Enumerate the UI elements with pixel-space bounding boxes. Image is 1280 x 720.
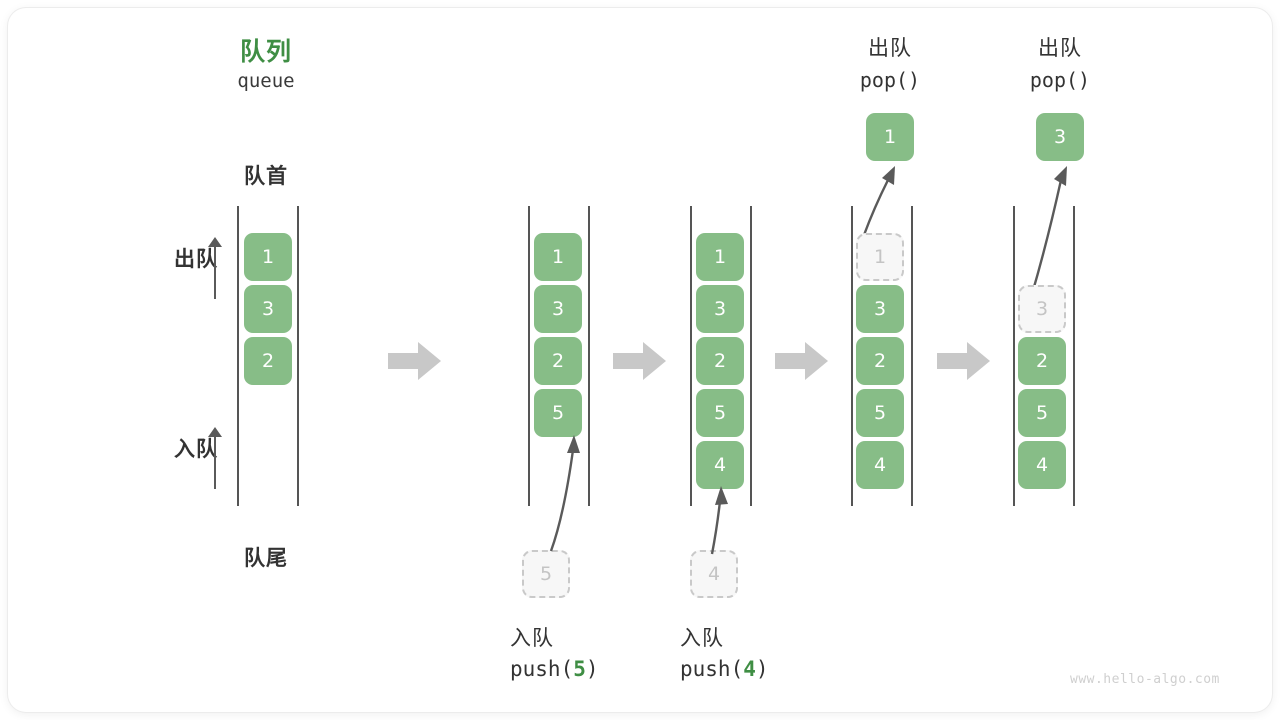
watermark: www.hello-algo.com bbox=[1070, 672, 1220, 687]
front-label: 队首 bbox=[244, 164, 288, 188]
queue-cell: 2 bbox=[534, 337, 582, 385]
queue-cell: 3 bbox=[244, 285, 292, 333]
incoming-ghost-cell: 5 bbox=[522, 550, 570, 598]
queue-cell: 3 bbox=[534, 285, 582, 333]
step-caption-code: push(4) bbox=[680, 657, 870, 681]
step-header-cn: 出队 bbox=[868, 36, 912, 60]
step-header-cn: 出队 bbox=[1038, 36, 1082, 60]
push-arrow-icon bbox=[549, 435, 580, 552]
queue-cell: 3 bbox=[856, 285, 904, 333]
code-arg: 4 bbox=[743, 657, 756, 681]
step-arrow-icon bbox=[775, 340, 829, 382]
queue-cell: 3 bbox=[696, 285, 744, 333]
enqueue-side-label: 入队 bbox=[174, 437, 218, 461]
incoming-ghost-cell: 4 bbox=[690, 550, 738, 598]
step-arrow-icon bbox=[937, 340, 991, 382]
queue-rail-right bbox=[588, 206, 590, 506]
step-caption-code: push(5) bbox=[510, 657, 700, 681]
queue-cell-new: 5 bbox=[534, 389, 582, 437]
enqueue-arrow-icon bbox=[208, 427, 222, 489]
code-suffix: ) bbox=[755, 657, 769, 681]
popped-cell: 1 bbox=[866, 113, 914, 161]
queue-rail-left bbox=[1013, 206, 1015, 506]
queue-rail-right bbox=[297, 206, 299, 506]
queue-cell: 4 bbox=[1018, 441, 1066, 489]
step-caption-cn: 入队 bbox=[510, 626, 554, 650]
pop-arrow-icon bbox=[862, 166, 895, 236]
diagram-title-cn: 队列 bbox=[239, 37, 292, 66]
code-prefix: push( bbox=[680, 657, 744, 681]
queue-rail-left bbox=[851, 206, 853, 506]
queue-rail-left bbox=[528, 206, 530, 506]
rear-label: 队尾 bbox=[244, 546, 288, 570]
queue-rail-left bbox=[690, 206, 692, 506]
popped-cell: 3 bbox=[1036, 113, 1084, 161]
push-arrow-icon bbox=[710, 486, 728, 555]
queue-cell-ghost: 3 bbox=[1018, 285, 1066, 333]
queue-rail-right bbox=[1073, 206, 1075, 506]
code-prefix: push( bbox=[510, 657, 574, 681]
step-header-code: pop() bbox=[1029, 68, 1091, 92]
queue-cell-ghost: 1 bbox=[856, 233, 904, 281]
step-arrow-icon bbox=[388, 340, 442, 382]
step-header-code: pop() bbox=[859, 68, 921, 92]
code-suffix: ) bbox=[585, 657, 599, 681]
queue-cell: 1 bbox=[696, 233, 744, 281]
queue-cell-new: 4 bbox=[696, 441, 744, 489]
queue-rail-right bbox=[750, 206, 752, 506]
queue-cell: 5 bbox=[856, 389, 904, 437]
queue-cell: 4 bbox=[856, 441, 904, 489]
queue-cell: 2 bbox=[1018, 337, 1066, 385]
queue-rail-right bbox=[911, 206, 913, 506]
queue-cell: 2 bbox=[696, 337, 744, 385]
pop-arrow-icon bbox=[1030, 166, 1067, 295]
queue-cell: 2 bbox=[244, 337, 292, 385]
queue-rail-left bbox=[237, 206, 239, 506]
step-caption-cn: 入队 bbox=[680, 626, 724, 650]
queue-cell: 1 bbox=[534, 233, 582, 281]
dequeue-side-label: 出队 bbox=[174, 247, 218, 271]
code-arg: 5 bbox=[573, 657, 586, 681]
queue-cell: 5 bbox=[696, 389, 744, 437]
queue-cell: 5 bbox=[1018, 389, 1066, 437]
queue-cell: 2 bbox=[856, 337, 904, 385]
dequeue-arrow-icon bbox=[208, 237, 222, 299]
step-arrow-icon bbox=[613, 340, 667, 382]
diagram-title-en: queue bbox=[237, 70, 295, 92]
queue-cell: 1 bbox=[244, 233, 292, 281]
